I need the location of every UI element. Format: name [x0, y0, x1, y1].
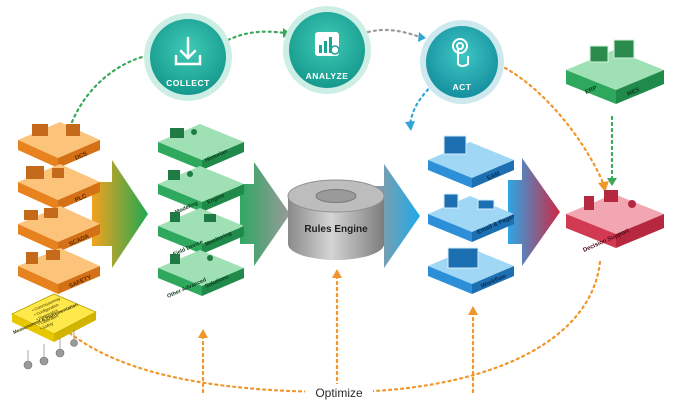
scada-equipment-icon [24, 210, 38, 220]
tier-modeling-engine[interactable]: Modeling Engine [158, 166, 244, 216]
email-icon [443, 193, 459, 209]
arrowhead-rules [332, 269, 342, 278]
tier-dcs-label: DCS [74, 151, 88, 162]
tier-field-device-monitoring[interactable]: Field Device Monitoring [158, 208, 244, 258]
workflow-icon [447, 247, 479, 269]
sensor-icon [23, 350, 33, 370]
erp-label: ERP [584, 85, 598, 96]
tier-safety[interactable]: SAFETY [18, 248, 100, 294]
tier-other-advanced-solutions[interactable]: Other Advanced Solutions [158, 250, 244, 300]
eam-screen-icon [443, 135, 467, 155]
field-device-icon [170, 212, 180, 222]
arrowhead-decision [598, 181, 609, 192]
arrowhead-act-stack [468, 306, 478, 315]
solutions-icon [170, 254, 180, 264]
sensor-icon [70, 330, 78, 347]
flow-arrow-blue-red [508, 158, 560, 266]
act-label: ACT [453, 82, 472, 92]
mes-screen-icon [613, 39, 635, 59]
tier-email-pager[interactable]: Email & Pager [428, 193, 516, 242]
safety-equipment-icon [26, 252, 38, 264]
mes-label: MES [626, 87, 640, 98]
decision-support-people-icon [584, 196, 594, 210]
tier-plc[interactable]: PLC [18, 164, 100, 210]
analyze-circle[interactable]: ANALYZE [283, 6, 371, 94]
connector-stack-to-collect [70, 53, 152, 124]
modeling-icon [168, 170, 180, 180]
tier-dcs[interactable]: DCS [18, 122, 100, 168]
analyze-label: ANALYZE [306, 71, 349, 81]
note-item-safety: • Safety [39, 321, 54, 331]
erp-mes-platform[interactable]: ERP MES [566, 39, 664, 104]
arrowhead-act [418, 32, 426, 42]
measurement-instrumentation-box[interactable]: • Commissioning • Configuration • Diagno… [11, 293, 97, 342]
pager-icon [477, 199, 495, 210]
sensor-icon [55, 338, 65, 358]
act-stack: EAM Email & Pager Workflow [428, 135, 516, 294]
tier-plc-label: PLC [74, 193, 88, 204]
optimize-label-bg [305, 384, 373, 400]
dcs-equipment-icon [32, 124, 48, 136]
flow-arrow-orange-green [92, 160, 148, 268]
tier-workflow[interactable]: Workflow [428, 247, 514, 294]
act-circle[interactable]: ACT [420, 20, 504, 104]
flow-arrow-green-gray [240, 162, 290, 266]
collect-label: COLLECT [166, 78, 210, 88]
historian-screen-icon [170, 128, 184, 138]
tier-eam-label: EAM [486, 171, 501, 182]
rules-engine[interactable]: Rules Engine [287, 179, 385, 260]
connector-collect-to-analyze [226, 30, 287, 42]
optimize-loop [58, 260, 602, 394]
connector-analyze-to-act [366, 28, 422, 39]
arrowhead-middle [198, 329, 208, 338]
decision-support-platform[interactable]: Decision Support [566, 190, 664, 254]
touch-hand-icon [452, 38, 469, 67]
sensor-icons [23, 330, 78, 370]
erp-screen-icon [589, 45, 609, 63]
collect-circle[interactable]: COLLECT [144, 13, 232, 101]
analytics-stack: Historian Modeling Engine Field Device M… [158, 124, 244, 300]
connector-act-to-decision [503, 66, 606, 187]
arrowhead-blue-stack [405, 121, 415, 131]
analytics-icon [315, 32, 340, 56]
tier-eam[interactable]: EAM [428, 135, 514, 188]
arrowhead-mes [607, 178, 617, 186]
optimize-label: Optimize [315, 386, 363, 400]
tier-scada[interactable]: SCADA [18, 206, 100, 252]
control-systems-stack: DCS PLC SCADA SAFETY [11, 122, 100, 370]
tier-historian[interactable]: Historian [158, 124, 244, 170]
download-icon [174, 36, 202, 66]
plc-equipment-icon [26, 166, 44, 179]
sensor-icon [39, 344, 49, 366]
connector-act-to-blue-stack [408, 83, 434, 127]
rules-engine-label: Rules Engine [304, 224, 368, 235]
